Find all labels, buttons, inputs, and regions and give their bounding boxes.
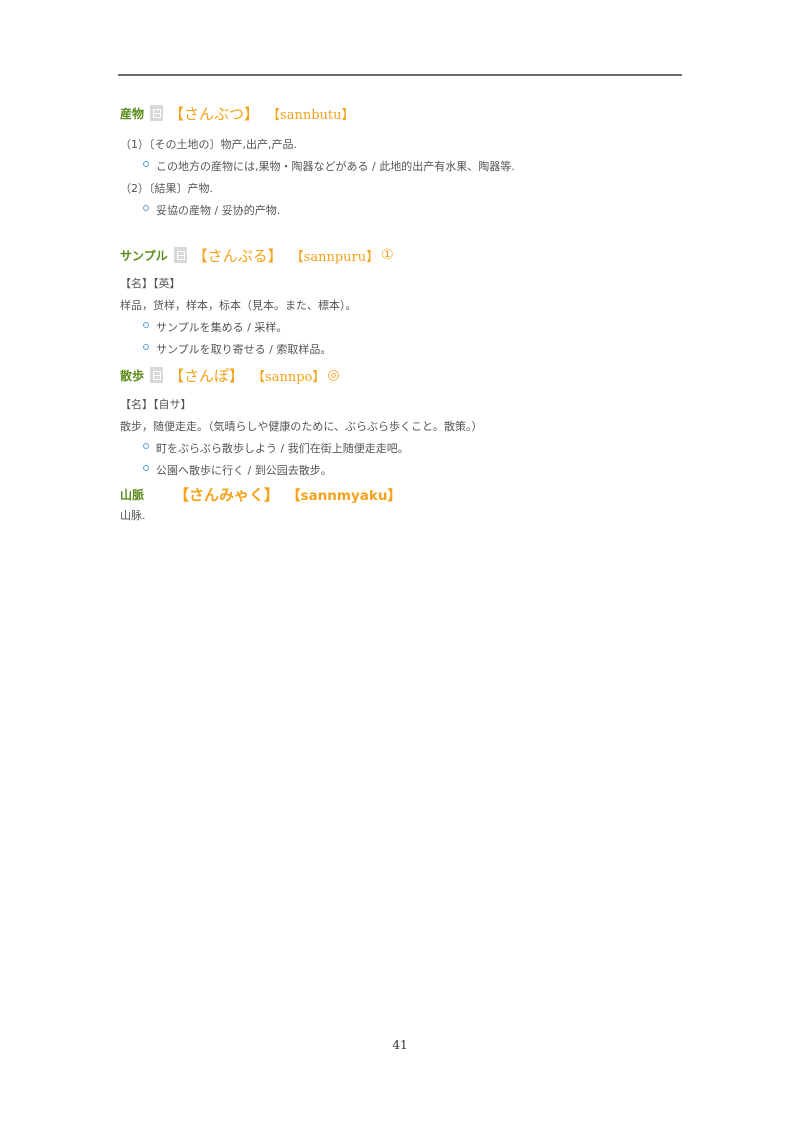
- sense-line: 样品，货样，样本，标本（見本。また、標本）。: [120, 299, 357, 312]
- headword: 散歩: [120, 368, 145, 383]
- dictionary-entry: 山脈 【さんみゃく】 【sannmyaku】 山脉.: [120, 483, 690, 527]
- example-line: この地方の産物には,果物・陶器などがある / 此地的出产有水果、陶器等.: [120, 156, 690, 178]
- bullet-ring-icon: [143, 344, 149, 350]
- entry-header: サンプル 【さんぷる】 【sannpuru】 ①: [120, 244, 690, 266]
- bullet-ring-icon: [143, 322, 149, 328]
- entry-header: 山脈 【さんみゃく】 【sannmyaku】: [120, 483, 690, 505]
- dictionary-book-icon[interactable]: [173, 247, 187, 263]
- bullet-ring-icon: [143, 161, 149, 167]
- romaji-reading: 【sannpuru】: [290, 249, 380, 265]
- headword: 産物: [120, 106, 145, 121]
- dictionary-book-icon[interactable]: [150, 367, 164, 383]
- sense-line: 【名】【英】: [120, 277, 181, 290]
- bullet-ring-icon: [143, 443, 149, 449]
- page-number: 41: [392, 1038, 408, 1052]
- entry-header: 産物 【さんぶつ】 【sannbutu】: [120, 102, 690, 124]
- bullet-ring-icon: [143, 465, 149, 471]
- example-line: 町をぶらぶら散歩しよう / 我们在街上随便走走吧。: [120, 438, 690, 460]
- dictionary-entry: サンプル 【さんぷる】 【sannpuru】 ① 【名】【英】 样品，货样，样本…: [120, 244, 690, 361]
- example-line: 公園へ散歩に行く / 到公园去散步。: [120, 460, 690, 482]
- kana-reading: 【さんみゃく】: [174, 485, 280, 504]
- header-rule: [118, 74, 682, 76]
- dictionary-entry: 産物 【さんぶつ】 【sannbutu】 （1）〔その土地の〕物产,出产,产品.…: [120, 102, 690, 222]
- example-line: サンプルを集める / 采样。: [120, 317, 690, 339]
- example-line: サンプルを取り寄せる / 索取样品。: [120, 339, 690, 361]
- example-line: 妥協の産物 / 妥协的产物.: [120, 200, 690, 222]
- entry-header: 散歩 【さんぽ】 【sannpo】 ◎: [120, 364, 690, 386]
- sense-line: （2）〔結果〕产物.: [120, 182, 213, 195]
- kana-reading: 【さんぷる】: [192, 246, 283, 265]
- romaji-reading: 【sannbutu】: [267, 107, 355, 123]
- kana-reading: 【さんぽ】: [169, 366, 245, 385]
- headword: サンプル: [120, 248, 168, 263]
- accent-mark: ◎: [327, 367, 340, 383]
- bullet-ring-icon: [143, 205, 149, 211]
- kana-reading: 【さんぶつ】: [169, 104, 260, 123]
- sense-line: 【名】【自サ】: [120, 398, 192, 411]
- dictionary-entry: 散歩 【さんぽ】 【sannpo】 ◎ 【名】【自サ】 散步，随便走走。（気晴ら…: [120, 364, 690, 482]
- sense-line: （1）〔その土地の〕物产,出产,产品.: [120, 138, 297, 151]
- romaji-reading: 【sannpo】: [252, 369, 326, 385]
- sense-line: 山脉.: [120, 509, 146, 522]
- romaji-reading: 【sannmyaku】: [287, 488, 401, 504]
- accent-mark: ①: [381, 247, 394, 263]
- sense-line: 散步，随便走走。（気晴らしや健康のために、ぶらぶら歩くこと。散策。）: [120, 420, 483, 433]
- headword: 山脈: [120, 487, 145, 502]
- dictionary-book-icon[interactable]: [150, 105, 164, 121]
